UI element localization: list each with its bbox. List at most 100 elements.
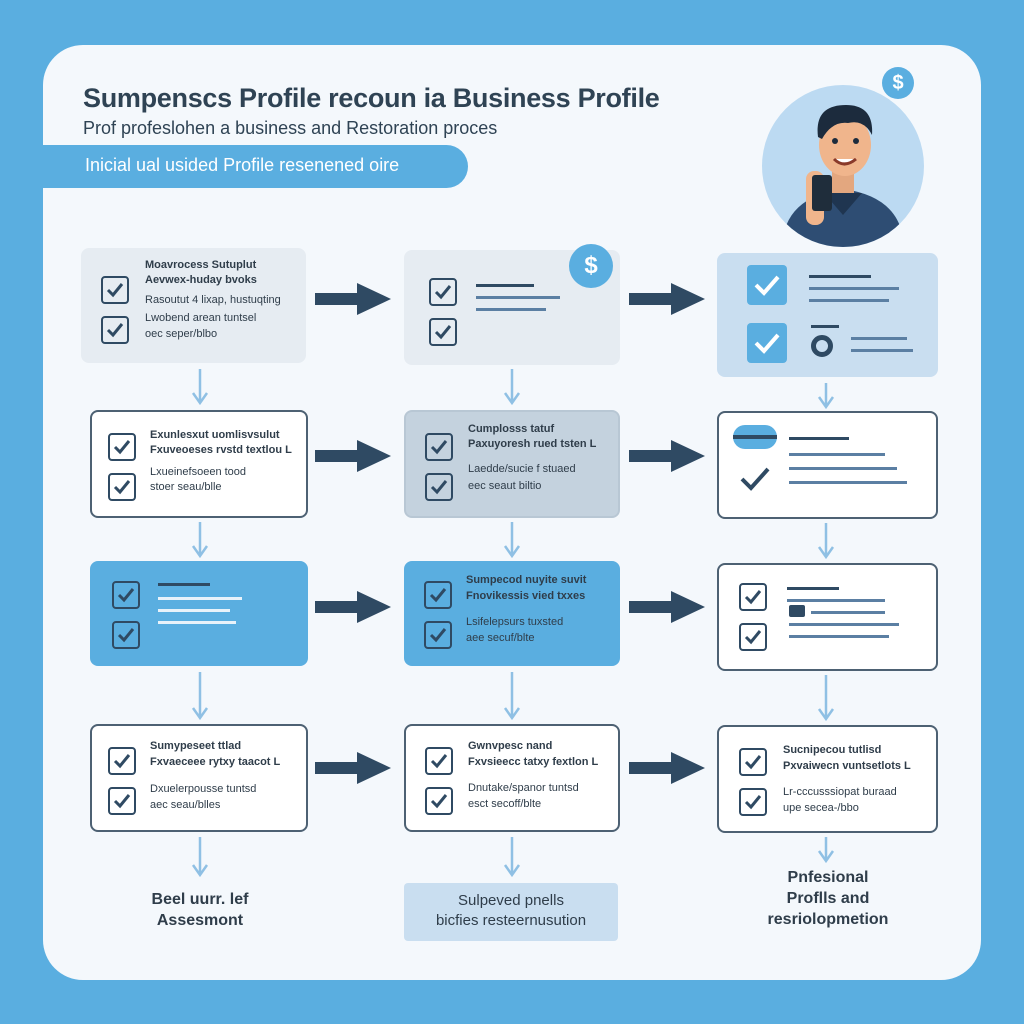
checkbox-icon bbox=[739, 748, 767, 776]
outcome-label-assessment: Beel uurr. lef Assesmont bbox=[151, 891, 249, 929]
text-line bbox=[789, 467, 897, 470]
checkbox-icon bbox=[108, 747, 136, 775]
card-text: upe secea-/bbo bbox=[783, 802, 859, 814]
card-text: aee secuf/blte bbox=[466, 632, 535, 644]
step-card[interactable]: Gwnvpesc nand Fxvsieecc tatxy fextlon L … bbox=[404, 724, 620, 832]
arrow-right-icon bbox=[315, 283, 391, 315]
person-avatar bbox=[762, 85, 924, 247]
page-subtitle: Prof profeslohen a business and Restorat… bbox=[83, 118, 498, 138]
arrow-down-icon bbox=[817, 675, 835, 722]
arrow-down-icon bbox=[817, 383, 835, 410]
card-text: eec seaut biltio bbox=[468, 480, 542, 492]
card-heading: Sumypeseet ttlad bbox=[150, 740, 242, 752]
text-line bbox=[809, 275, 871, 278]
card-heading: Gwnvpesc nand bbox=[468, 740, 553, 752]
checkbox-icon bbox=[112, 621, 140, 649]
step-card[interactable] bbox=[90, 561, 308, 666]
step-card[interactable] bbox=[717, 411, 938, 519]
checkbox-icon bbox=[424, 621, 452, 649]
arrow-right-icon bbox=[315, 440, 391, 472]
checkbox-icon bbox=[101, 276, 129, 304]
card-heading: Fnovikessis vied txxes bbox=[466, 590, 586, 602]
card-text: Rasoutut 4 lixap, hustuqting bbox=[145, 294, 281, 306]
card-heading: Sumpecod nuyite suvit bbox=[466, 574, 587, 586]
text-line bbox=[158, 609, 230, 612]
checkbox-icon bbox=[747, 265, 787, 305]
card-heading: Fxuveoeses rvstd textlou L bbox=[150, 444, 292, 456]
page-title: Sumpenscs Profile recoun ia Business Pro… bbox=[83, 83, 660, 113]
card-text: esct secoff/blte bbox=[468, 798, 542, 810]
donut-chart-icon bbox=[811, 335, 833, 357]
card-heading: Moavrocess Sutuplut bbox=[145, 259, 257, 271]
step-card[interactable]: Exunlesxut uomlisvsulut Fxuveoeses rvstd… bbox=[90, 410, 308, 518]
text-line bbox=[789, 623, 899, 626]
step-card[interactable]: Sumpecod nuyite suvit Fnovikessis vied t… bbox=[404, 561, 620, 666]
checkbox-icon bbox=[747, 323, 787, 363]
arrow-down-icon bbox=[503, 837, 521, 878]
arrow-down-icon bbox=[191, 369, 209, 406]
banner-text: Inicial ual usided Profile resenened oir… bbox=[85, 155, 400, 175]
text-line bbox=[809, 299, 889, 302]
arrow-down-icon bbox=[817, 837, 835, 864]
outcome-label-restoration: Sulpeved pnells bicfies resteernusution bbox=[404, 883, 618, 941]
step-card[interactable]: $ bbox=[404, 244, 620, 365]
card-text: Lxueinefsoeen tood bbox=[150, 466, 247, 478]
text-line bbox=[851, 337, 907, 340]
text-line bbox=[811, 325, 839, 328]
arrow-right-icon bbox=[315, 591, 391, 623]
text-line bbox=[476, 284, 534, 287]
text-line bbox=[789, 481, 907, 484]
arrow-down-icon bbox=[191, 672, 209, 721]
card-text: Lwobend arean tuntsel bbox=[145, 312, 257, 324]
step-card[interactable]: Cumplosss tatuf Paxuyoresh rued tsten L … bbox=[404, 410, 620, 518]
text-line bbox=[789, 437, 849, 440]
card-heading: Paxuyoresh rued tsten L bbox=[468, 438, 597, 450]
card-heading: Exunlesxut uomlisvsulut bbox=[150, 429, 280, 441]
arrow-down-icon bbox=[191, 522, 209, 559]
checkbox-icon bbox=[101, 316, 129, 344]
arrow-down-icon bbox=[503, 672, 521, 721]
checkbox-icon bbox=[425, 473, 453, 501]
card-text: aec seau/blles bbox=[150, 799, 221, 811]
checkbox-icon bbox=[739, 583, 767, 611]
text-line bbox=[789, 635, 889, 638]
arrow-right-icon bbox=[629, 752, 705, 784]
text-line bbox=[787, 587, 839, 590]
card-heading: Fxvsieecc tatxy fextlon L bbox=[468, 756, 599, 768]
card-text: Dxuelerpousse tuntsd bbox=[150, 783, 257, 795]
piano-icon bbox=[789, 605, 805, 617]
card-text: Dnutake/spanor tuntsd bbox=[468, 782, 579, 794]
checkbox-icon bbox=[108, 473, 136, 501]
step-card[interactable]: Moavrocess Sutuplut Aevwex-huday bvoks R… bbox=[81, 248, 306, 363]
step-card[interactable] bbox=[717, 563, 938, 671]
arrow-right-icon bbox=[315, 752, 391, 784]
text-line bbox=[851, 349, 913, 352]
card-heading: Cumplosss tatuf bbox=[468, 423, 555, 435]
step-card[interactable]: Sucnipecou tutlisd Pxvaiwecn vuntsetlots… bbox=[717, 725, 938, 833]
text-line bbox=[787, 599, 885, 602]
text-line bbox=[158, 621, 236, 624]
dollar-icon: $ bbox=[882, 67, 914, 99]
step-card[interactable] bbox=[717, 253, 938, 377]
arrow-down-icon bbox=[503, 522, 521, 559]
checkbox-icon bbox=[425, 433, 453, 461]
checkbox-icon bbox=[425, 787, 453, 815]
text-line bbox=[158, 597, 242, 600]
text-line bbox=[789, 453, 885, 456]
arrow-right-icon bbox=[629, 283, 705, 315]
check-icon bbox=[740, 467, 770, 491]
text-line bbox=[476, 296, 560, 299]
arrow-down-icon bbox=[191, 837, 209, 878]
checkbox-icon bbox=[424, 581, 452, 609]
checkbox-icon bbox=[108, 433, 136, 461]
checkbox-icon bbox=[108, 787, 136, 815]
text-line bbox=[809, 287, 899, 290]
card-heading: Pxvaiwecn vuntsetlots L bbox=[783, 760, 911, 772]
step-card[interactable]: Sumypeseet ttlad Fxvaeceee rytxy taacot … bbox=[90, 724, 308, 832]
checkbox-icon bbox=[429, 318, 457, 346]
checkbox-icon bbox=[429, 278, 457, 306]
card-text: stoer seau/blle bbox=[150, 481, 222, 493]
card-text: Lr-cccusssiopat buraad bbox=[783, 786, 897, 798]
card-heading: Aevwex-huday bvoks bbox=[145, 274, 257, 286]
card-text: oec seper/blbo bbox=[145, 328, 218, 340]
